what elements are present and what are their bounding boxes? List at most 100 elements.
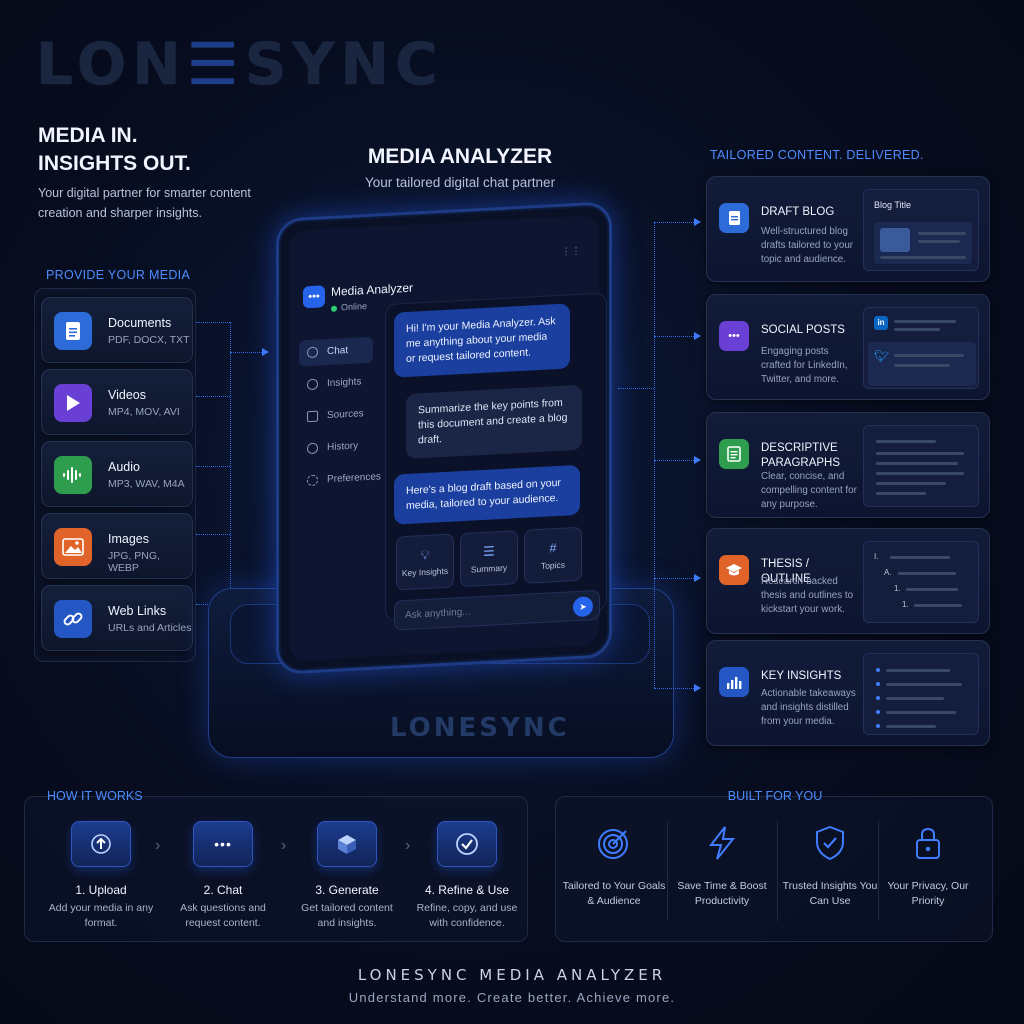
nav-item-preferences[interactable]: Preferences	[299, 465, 381, 495]
connector-line	[196, 322, 230, 323]
media-section-label: PROVIDE YOUR MEDIA	[46, 268, 191, 282]
nav-item-chat[interactable]: Chat	[299, 336, 373, 367]
tablet-device: ⋮⋮ ••• Media Analyzer Online Chat Insigh…	[276, 201, 612, 675]
gear-icon	[307, 474, 318, 487]
output-card-key-insights[interactable]: KEY INSIGHTS Actionable takeaways and in…	[706, 640, 990, 746]
footer-tagline: Understand more. Create better. Achieve …	[348, 990, 676, 1005]
media-item-images[interactable]: Images JPG, PNG, WEBP	[41, 513, 193, 579]
outline-marker: 1.	[894, 584, 901, 593]
media-item-title: Videos	[108, 388, 146, 402]
step-title: 4. Refine & Use	[424, 883, 510, 897]
quick-action-key-insights[interactable]: 💡︎Key Insights	[396, 533, 454, 591]
how-it-works-panel: HOW IT WORKS 1. Upload Add your media in…	[24, 789, 528, 942]
connector-line	[654, 222, 655, 688]
list-icon: ☰	[483, 543, 495, 559]
media-item-audio[interactable]: Audio MP3, WAV, M4A	[41, 441, 193, 507]
more-icon[interactable]: ⋮⋮	[561, 245, 581, 258]
blog-preview: Blog Title	[863, 189, 979, 271]
card-title: KEY INSIGHTS	[761, 670, 842, 682]
send-button[interactable]: ➤	[573, 596, 593, 618]
bot-message: Here's a blog draft based on your media,…	[394, 464, 580, 525]
hero-subtitle: Your digital partner for smarter content…	[38, 186, 251, 220]
graduation-cap-icon	[719, 555, 749, 585]
output-card-draft-blog[interactable]: DRAFT BLOG Well-structured blog drafts t…	[706, 176, 990, 282]
document-icon	[54, 312, 92, 350]
insights-icon	[307, 378, 318, 391]
social-preview: in 🐦︎	[863, 307, 979, 389]
media-item-formats: PDF, DOCX, TXT	[108, 334, 190, 346]
step-title: 1. Upload	[75, 883, 127, 897]
check-circle-icon	[437, 821, 497, 867]
logo-e-mark: ☰	[186, 30, 245, 98]
image-icon	[54, 528, 92, 566]
nav-item-insights[interactable]: Insights	[299, 369, 373, 399]
card-desc: Engaging posts crafted for LinkedIn, Twi…	[761, 346, 848, 385]
media-item-title: Images	[108, 532, 149, 546]
chat-bubble-icon: •••	[303, 285, 325, 309]
built-item-text: Save Time & Boost Productivity	[677, 880, 767, 907]
chevron-right-icon: ›	[405, 837, 411, 854]
connector-line	[654, 222, 694, 223]
outline-preview: I. A. 1. 1.	[863, 541, 979, 623]
target-icon	[594, 823, 634, 863]
card-desc: Well-structured blog drafts tailored to …	[761, 226, 854, 265]
chat-area: Hi! I'm your Media Analyzer. Ask me anyt…	[385, 292, 607, 631]
connector-arrow	[262, 348, 269, 356]
card-title: THESIS / OUTLINE	[761, 558, 811, 585]
built-item-text: Tailored to Your Goals & Audience	[562, 880, 666, 907]
connector-arrow	[694, 332, 701, 340]
connector-line	[654, 688, 694, 689]
online-status-dot	[331, 305, 337, 312]
card-title: DRAFT BLOG	[761, 206, 835, 218]
outline-marker: A.	[884, 568, 892, 577]
outline-marker: I.	[874, 552, 879, 561]
shield-check-icon	[810, 823, 850, 863]
base-logo: LONESYNC	[390, 713, 570, 743]
connector-line	[230, 322, 231, 604]
chat-input[interactable]: Ask anything...➤	[394, 589, 600, 631]
cube-icon	[317, 821, 377, 867]
lock-icon	[908, 823, 948, 863]
built-item-text: Your Privacy, Our Priority	[887, 880, 969, 907]
image-icon	[880, 228, 910, 252]
step-desc: Get tailored content and insights.	[301, 902, 393, 929]
app-window: ⋮⋮ ••• Media Analyzer Online Chat Insigh…	[289, 214, 607, 662]
media-item-web-links[interactable]: Web Links URLs and Articles	[41, 585, 193, 651]
output-card-social-posts[interactable]: ••• SOCIAL POSTS Engaging posts crafted …	[706, 294, 990, 400]
chat-icon: •••	[193, 821, 253, 867]
chevron-right-icon: ›	[155, 837, 161, 854]
insights-preview	[863, 653, 979, 735]
connector-line	[654, 336, 694, 337]
output-card-thesis-outline[interactable]: THESIS / OUTLINE Research-backed thesis …	[706, 528, 990, 634]
media-item-documents[interactable]: Documents PDF, DOCX, TXT	[41, 297, 193, 363]
link-icon	[54, 600, 92, 638]
media-item-videos[interactable]: Videos MP4, MOV, AVI	[41, 369, 193, 435]
bot-message: Hi! I'm your Media Analyzer. Ask me anyt…	[394, 303, 570, 378]
quick-action-topics[interactable]: #Topics	[524, 526, 582, 584]
output-card-descriptive-paragraphs[interactable]: DESCRIPTIVE PARAGRAPHS Clear, concise, a…	[706, 412, 990, 518]
quick-action-summary[interactable]: ☰Summary	[460, 530, 518, 588]
built-for-you-panel: BUILT FOR YOU Tailored to Your Goals & A…	[555, 789, 993, 942]
lightning-icon	[702, 823, 742, 863]
connector-line	[196, 466, 230, 467]
connector-arrow	[694, 574, 701, 582]
media-item-title: Audio	[108, 460, 140, 474]
connector-line	[196, 534, 230, 535]
media-item-title: Documents	[108, 316, 172, 330]
connector-line	[230, 352, 262, 353]
play-icon	[54, 384, 92, 422]
center-title: MEDIA ANALYZER	[367, 145, 553, 168]
nav-item-history[interactable]: History	[299, 433, 373, 463]
hero-headline: MEDIA IN. INSIGHTS OUT.	[38, 124, 191, 175]
history-icon	[307, 442, 318, 455]
card-desc: Research-backed thesis and outlines to k…	[761, 576, 854, 615]
twitter-icon: 🐦︎	[874, 349, 890, 363]
card-title: DESCRIPTIVE PARAGRAPHS	[761, 442, 841, 469]
document-icon	[719, 203, 749, 233]
connector-line	[196, 396, 230, 397]
built-item-text: Trusted Insights You Can Use	[782, 880, 878, 907]
step-desc: Add your media in any format.	[48, 902, 154, 929]
nav-item-sources[interactable]: Sources	[299, 401, 373, 431]
footer-title: LONESYNC MEDIA ANALYZER	[357, 966, 667, 984]
hashtag-icon: #	[549, 540, 557, 556]
